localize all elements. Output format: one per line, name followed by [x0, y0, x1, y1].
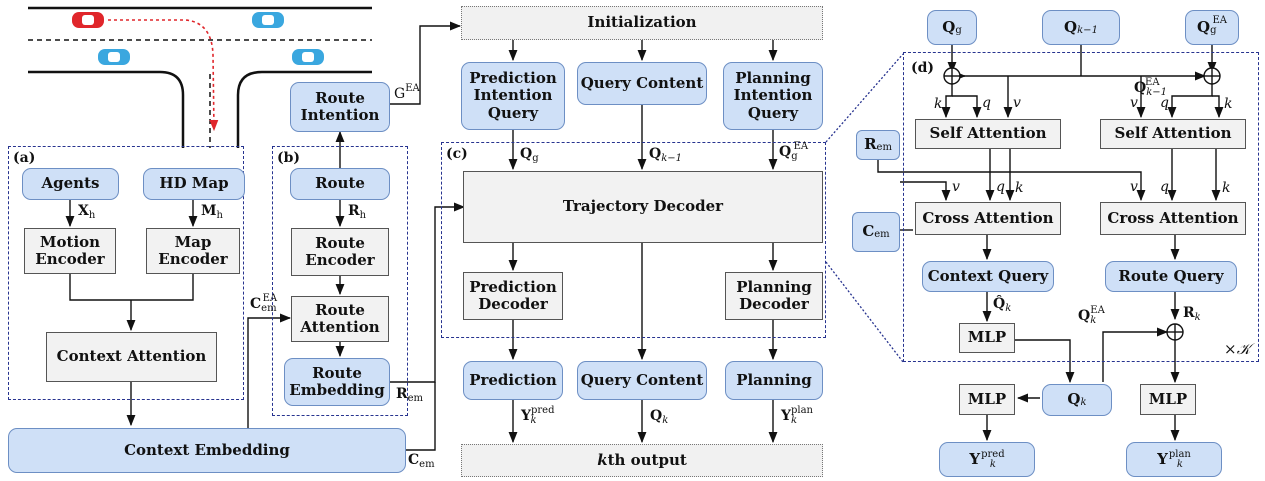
agents-box: Agents	[22, 168, 119, 200]
q-label: q	[1160, 95, 1169, 111]
trajectory-decoder-box: Trajectory Decoder	[463, 171, 823, 243]
v-label: v	[1013, 95, 1021, 111]
q-k-ea-label: QkEA	[1078, 305, 1105, 326]
k-label: k	[934, 96, 943, 112]
route-query-box: Route Query	[1105, 261, 1237, 292]
add-operator-icon	[1166, 323, 1184, 341]
y-plan-label: Yplank	[781, 405, 814, 426]
prediction-intention-query-box: Prediction Intention Query	[461, 62, 565, 130]
prediction-decoder-box: Prediction Decoder	[463, 272, 563, 320]
map-encoder-box: Map Encoder	[146, 228, 240, 274]
blue-car-icon	[98, 49, 130, 65]
region-label-b: (b)	[277, 150, 301, 166]
region-c-decoder	[441, 142, 826, 338]
route-box: Route	[290, 168, 390, 200]
context-embedding-box: Context Embedding	[8, 428, 406, 473]
planning-decoder-box: Planning Decoder	[725, 272, 823, 320]
y-pred-label: Ypredk	[521, 405, 555, 426]
planning-intention-query-box: Planning Intention Query	[723, 62, 823, 130]
planning-box: Planning	[725, 361, 823, 400]
m-h-label: Mh	[201, 203, 223, 221]
route-intention-box: Route Intention	[290, 82, 390, 132]
r-k-label: Rk	[1183, 305, 1201, 323]
q-g-label: Qg	[520, 146, 539, 164]
context-query-box: Context Query	[922, 261, 1054, 292]
q-k-label: Qk	[650, 408, 669, 426]
mlp-right-box: MLP	[1140, 384, 1196, 415]
q-label: q	[996, 179, 1005, 195]
region-a-scene-encoding	[8, 146, 244, 400]
x-h-label: Xh	[78, 203, 96, 221]
motion-encoder-box: Motion Encoder	[24, 228, 116, 274]
v-label: v	[1130, 179, 1138, 195]
r-em-label: Rem	[396, 386, 424, 404]
region-label-a: (a)	[13, 150, 36, 166]
k-label: k	[1015, 180, 1024, 196]
red-car-icon	[72, 12, 104, 28]
add-operator-icon	[943, 67, 961, 85]
prediction-box: Prediction	[463, 361, 563, 400]
route-encoder-box: Route Encoder	[291, 228, 389, 276]
times-k-label: ×𝒦	[1224, 340, 1251, 358]
query-content-bottom-box: Query Content	[577, 361, 707, 400]
c-em-ea-label: CemEA	[250, 293, 278, 314]
r-h-label: Rh	[348, 203, 367, 221]
route-embedding-box: Route Embedding	[284, 358, 390, 406]
blue-car-icon	[292, 49, 324, 65]
add-operator-icon	[1203, 67, 1221, 85]
q-g-ea-label: QgEA	[779, 141, 809, 162]
self-attention-right-box: Self Attention	[1100, 119, 1246, 149]
blue-car-icon	[252, 12, 284, 28]
road-scene-illustration	[28, 6, 372, 148]
mlp-box: MLP	[959, 323, 1015, 353]
v-label: v	[1130, 95, 1138, 111]
context-attention-box: Context Attention	[46, 332, 217, 382]
cross-attention-right-box: Cross Attention	[1100, 202, 1246, 235]
query-content-top-box: Query Content	[577, 62, 707, 105]
k-label: k	[1224, 96, 1233, 112]
region-b-route-encoding	[272, 146, 408, 416]
q-k-minus-1-ea-label: Qk−1EA	[1134, 77, 1168, 98]
cross-attention-left-box: Cross Attention	[915, 202, 1061, 235]
q-label: q	[982, 95, 991, 111]
q-hat-k-label: Q̂k	[993, 296, 1012, 314]
hd-map-box: HD Map	[143, 168, 245, 200]
kth-output-k: k	[597, 450, 608, 469]
mlp-left-box: MLP	[959, 384, 1015, 415]
q-k-minus-1-label: Qk−1	[649, 146, 683, 164]
self-attention-left-box: Self Attention	[915, 119, 1061, 149]
region-d-decoder-detail	[903, 52, 1259, 362]
k-label: k	[1222, 180, 1231, 196]
g-ea-label: GEA	[394, 83, 420, 102]
region-label-c: (c)	[446, 146, 468, 162]
v-label: v	[952, 179, 960, 195]
kth-output-label: th output	[607, 450, 687, 469]
c-em-label: Cem	[408, 452, 435, 470]
q-label: q	[1160, 179, 1169, 195]
region-label-d: (d)	[911, 60, 935, 76]
initialization-box: Initialization	[461, 6, 823, 40]
route-attention-box: Route Attention	[291, 296, 389, 342]
